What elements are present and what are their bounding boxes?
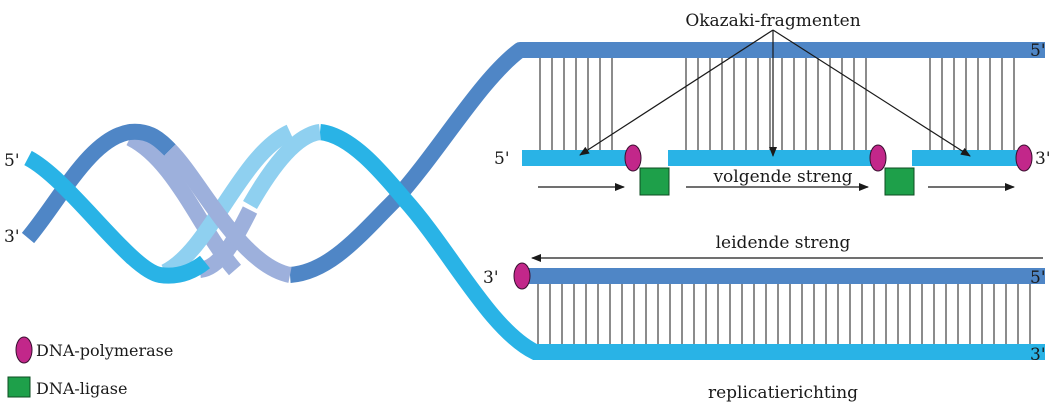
legend-ligase-label: DNA-ligase <box>36 379 127 398</box>
strand-lower <box>23 124 1045 360</box>
ligase-icon <box>884 167 915 196</box>
okazaki-label: Okazaki-fragmenten <box>685 11 860 31</box>
lagging-strand-label: volgende streng <box>712 167 852 187</box>
leading-left-3-prime: 3' <box>483 268 499 288</box>
legend-polymerase-label: DNA-polymerase <box>36 341 173 360</box>
ligase-icon <box>639 167 670 196</box>
bottom-base-pairs <box>537 284 1031 344</box>
legend-polymerase-icon <box>15 336 33 364</box>
strand-lower-mid <box>243 124 322 209</box>
polymerase-icon <box>624 144 642 172</box>
legend-ligase-icon <box>7 376 31 398</box>
okazaki-pointer-1 <box>579 29 774 156</box>
top-base-pairs <box>539 58 1015 150</box>
parental-strand-mid <box>164 144 293 283</box>
polymerase-icon <box>513 262 531 290</box>
left-3-prime: 3' <box>4 227 20 247</box>
direction-label: replicatierichting <box>708 383 858 403</box>
leading-right-5-prime: 5' <box>1030 268 1046 288</box>
okazaki-pointer-3 <box>772 29 971 157</box>
okazaki-fragment-2 <box>668 150 874 166</box>
okazaki-fragment-3 <box>912 150 1024 166</box>
bottom-right-3-prime: 3' <box>1030 345 1046 365</box>
lagging-left-5-prime: 5' <box>494 149 510 169</box>
polymerase-icon <box>869 144 887 172</box>
okazaki-fragment-1 <box>522 150 628 166</box>
leading-strand-label: leidende streng <box>716 233 851 253</box>
leading-strand <box>526 268 1045 284</box>
polymerase-icon <box>1015 144 1033 172</box>
top-right-5-prime: 5' <box>1030 41 1046 61</box>
lagging-right-3-prime: 3' <box>1035 149 1051 169</box>
helix-back-segment-2 <box>160 124 294 280</box>
left-5-prime: 5' <box>4 151 20 171</box>
